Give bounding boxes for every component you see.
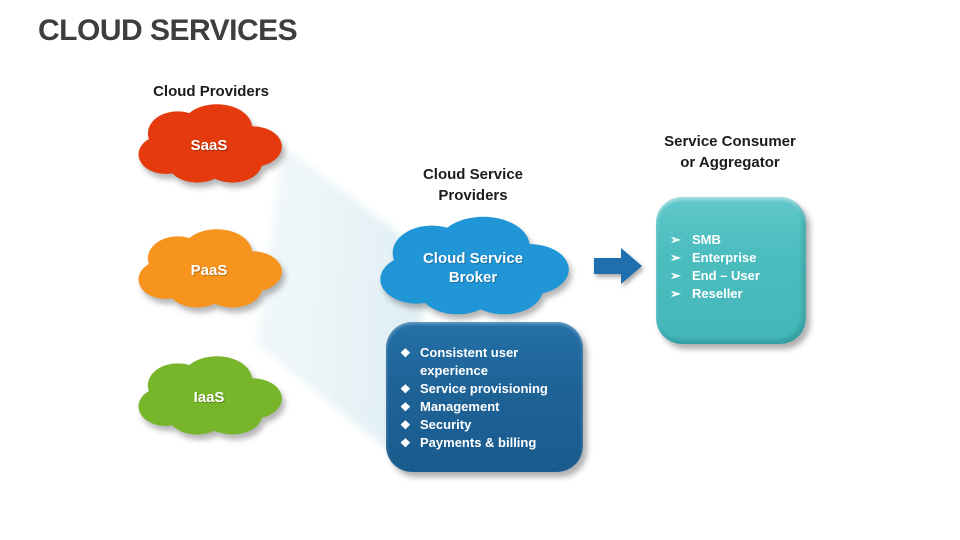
- cloud-service-providers-label-line2: Providers: [438, 187, 508, 204]
- arrowhead-bullet-icon: ➢: [670, 250, 681, 265]
- cloud-service-providers-label: Cloud Service Providers: [373, 164, 573, 206]
- consumer-item-label: Enterprise: [692, 250, 757, 265]
- broker-features-box: ❖ Consistent user experience ❖ Service p…: [386, 322, 583, 472]
- broker-label-line1: Cloud Service: [422, 249, 524, 267]
- cloud-service-broker-label: Cloud Service Broker: [370, 209, 576, 326]
- consumer-item-label: Reseller: [692, 286, 743, 301]
- page-title: CLOUD SERVICES: [38, 14, 298, 47]
- diamond-bullet-icon: ❖: [400, 418, 411, 432]
- consumer-list: ➢ SMB ➢ Enterprise ➢ End – User ➢ Resell…: [656, 197, 806, 303]
- service-consumer-box: ➢ SMB ➢ Enterprise ➢ End – User ➢ Resell…: [656, 197, 806, 344]
- service-consumer-label-line2: or Aggregator: [680, 154, 780, 171]
- list-item: ➢ Enterprise: [670, 249, 800, 267]
- iaas-cloud-label: IaaS: [193, 388, 225, 406]
- paas-cloud: PaaS: [128, 223, 290, 317]
- list-item: ❖ Consistent user experience: [400, 344, 575, 380]
- list-item: ❖ Management: [400, 398, 575, 416]
- diamond-bullet-icon: ❖: [400, 436, 411, 450]
- list-item: ❖ Security: [400, 416, 575, 434]
- consumer-item-label: SMB: [692, 232, 721, 247]
- cloud-service-broker-cloud: Cloud Service Broker: [370, 209, 576, 326]
- feature-item-label: Consistent user experience: [420, 345, 519, 378]
- feature-item-label: Payments & billing: [420, 435, 537, 450]
- arrowhead-bullet-icon: ➢: [670, 268, 681, 283]
- feature-item-label: Security: [420, 417, 472, 432]
- arrowhead-bullet-icon: ➢: [670, 286, 681, 301]
- list-item: ❖ Payments & billing: [400, 434, 575, 452]
- broker-features-list: ❖ Consistent user experience ❖ Service p…: [386, 322, 583, 452]
- diamond-bullet-icon: ❖: [400, 346, 411, 360]
- service-consumer-label: Service Consumer or Aggregator: [630, 131, 830, 173]
- saas-cloud-label: SaaS: [190, 136, 228, 154]
- list-item: ➢ SMB: [670, 231, 800, 249]
- diamond-bullet-icon: ❖: [400, 382, 411, 396]
- consumer-item-label: End – User: [692, 268, 760, 283]
- cloud-service-providers-label-line1: Cloud Service: [422, 166, 524, 183]
- saas-cloud: SaaS: [128, 98, 290, 192]
- list-item: ➢ Reseller: [670, 285, 800, 303]
- feature-item-label: Management: [420, 399, 500, 414]
- iaas-cloud: IaaS: [128, 350, 290, 444]
- paas-cloud-label: PaaS: [190, 261, 228, 279]
- list-item: ❖ Service provisioning: [400, 380, 575, 398]
- service-consumer-label-line1: Service Consumer: [664, 133, 796, 150]
- list-item: ➢ End – User: [670, 267, 800, 285]
- broker-label-line2: Broker: [448, 268, 498, 286]
- arrowhead-bullet-icon: ➢: [670, 232, 681, 247]
- diamond-bullet-icon: ❖: [400, 400, 411, 414]
- feature-item-label: Service provisioning: [420, 381, 548, 396]
- right-arrow-icon: [594, 248, 642, 284]
- cloud-providers-label: Cloud Providers: [153, 83, 269, 100]
